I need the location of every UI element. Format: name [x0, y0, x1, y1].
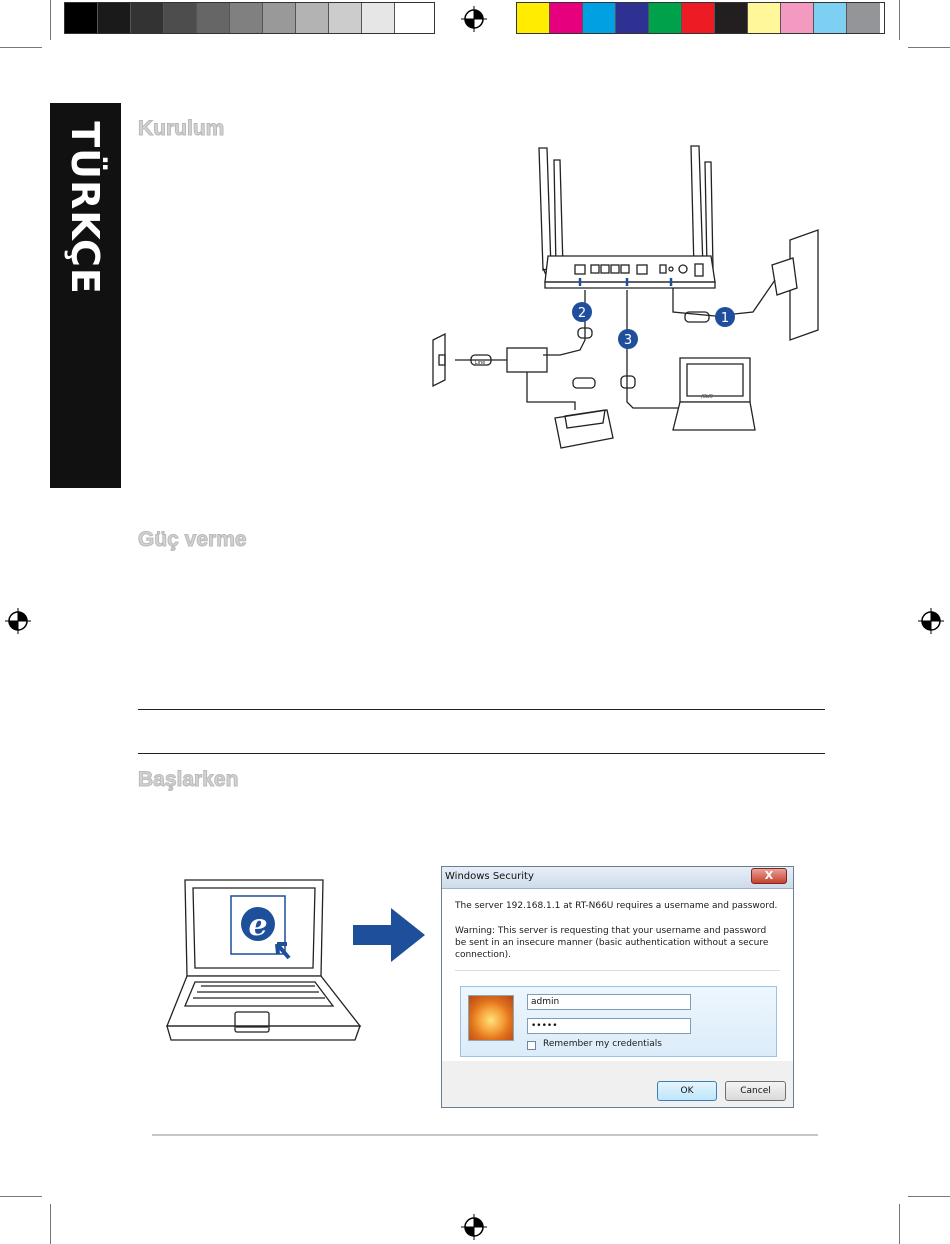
color-swatch — [263, 3, 296, 33]
color-swatch — [230, 3, 263, 33]
callout-number: 2 — [578, 306, 586, 321]
section-heading-guc-verme: Güç verme — [138, 528, 248, 552]
remember-credentials-label: Remember my credentials — [543, 1039, 662, 1049]
dsl-splitter-icon — [506, 347, 548, 373]
color-swatch — [395, 3, 428, 33]
footer-rule — [152, 1134, 818, 1136]
color-swatch — [748, 3, 781, 33]
color-swatch — [550, 3, 583, 33]
credential-tile: admin ••••• Remember my credentials — [460, 986, 777, 1057]
color-swatch — [197, 3, 230, 33]
antenna-icon — [690, 145, 704, 271]
laptop-icon — [672, 357, 756, 431]
color-swatch — [517, 3, 550, 33]
registration-mark-icon — [461, 6, 487, 32]
callout-2: 2 — [572, 302, 592, 322]
section-heading-kurulum: Kurulum — [137, 117, 225, 141]
registration-bar-grayscale — [64, 2, 435, 34]
language-label: TÜRKÇE — [63, 121, 107, 295]
color-swatch — [131, 3, 164, 33]
color-swatch — [164, 3, 197, 33]
divider-rule — [138, 709, 825, 710]
username-field[interactable]: admin — [527, 994, 691, 1010]
laptop-browser-illustration: e — [166, 879, 362, 1041]
callout-3: 3 — [618, 329, 638, 349]
windows-security-dialog: Windows Security X The server 192.168.1.… — [441, 866, 794, 1108]
callout-number: 3 — [624, 333, 632, 348]
trim-mark — [0, 47, 42, 48]
color-swatch — [715, 3, 748, 33]
color-swatch — [616, 3, 649, 33]
dialog-warning: Warning: This server is requesting that … — [455, 926, 769, 960]
arrow-right-icon — [353, 908, 425, 962]
internet-explorer-icon: e — [241, 907, 275, 943]
router-icon — [544, 255, 716, 289]
divider-rule — [138, 753, 825, 754]
registration-mark-icon — [5, 608, 31, 634]
ok-button[interactable]: OK — [657, 1081, 717, 1101]
section-heading-baslarken: Başlarken — [137, 768, 239, 792]
callout-number: 1 — [721, 311, 729, 326]
cancel-button[interactable]: Cancel — [725, 1081, 786, 1101]
trim-mark — [50, 0, 51, 40]
close-button[interactable]: X — [751, 868, 787, 884]
color-swatch — [781, 3, 814, 33]
user-avatar-icon — [468, 995, 514, 1041]
password-field[interactable]: ••••• — [527, 1018, 691, 1034]
trim-mark — [0, 1196, 42, 1197]
registration-bar-color — [516, 2, 885, 34]
remember-credentials-checkbox[interactable] — [527, 1041, 536, 1050]
registration-mark-icon — [461, 1214, 487, 1240]
power-outlet-icon — [789, 229, 819, 341]
divider — [455, 970, 780, 971]
color-swatch — [649, 3, 682, 33]
dialog-message: The server 192.168.1.1 at RT-N66U requir… — [455, 901, 778, 911]
telephone-icon — [554, 409, 614, 449]
color-swatch — [98, 3, 131, 33]
cursor-arrow-icon — [275, 942, 291, 960]
callout-1: 1 — [715, 307, 735, 327]
color-swatch — [296, 3, 329, 33]
trim-mark — [899, 0, 900, 40]
color-swatch — [847, 3, 880, 33]
line-label: Line — [475, 360, 485, 366]
dialog-title: Windows Security — [445, 871, 534, 882]
power-adapter-icon — [771, 257, 798, 296]
dialog-titlebar: Windows Security X — [442, 867, 793, 889]
trim-mark — [899, 1204, 900, 1244]
color-swatch — [362, 3, 395, 33]
registration-mark-icon — [918, 608, 944, 634]
trim-mark — [50, 1204, 51, 1244]
color-swatch — [583, 3, 616, 33]
laptop-brand-label: /SUS — [700, 394, 714, 400]
antenna-icon — [704, 161, 714, 269]
color-swatch — [65, 3, 98, 33]
trim-mark — [908, 1196, 950, 1197]
color-swatch — [682, 3, 715, 33]
color-swatch — [329, 3, 362, 33]
antenna-icon — [553, 159, 564, 269]
color-swatch — [814, 3, 847, 33]
router-setup-diagram: Line /SUS 1 2 3 — [432, 145, 819, 449]
svg-text:e: e — [248, 908, 267, 943]
phone-jack-icon — [432, 332, 446, 388]
language-side-tab: TÜRKÇE — [50, 103, 121, 488]
trim-mark — [908, 47, 950, 48]
